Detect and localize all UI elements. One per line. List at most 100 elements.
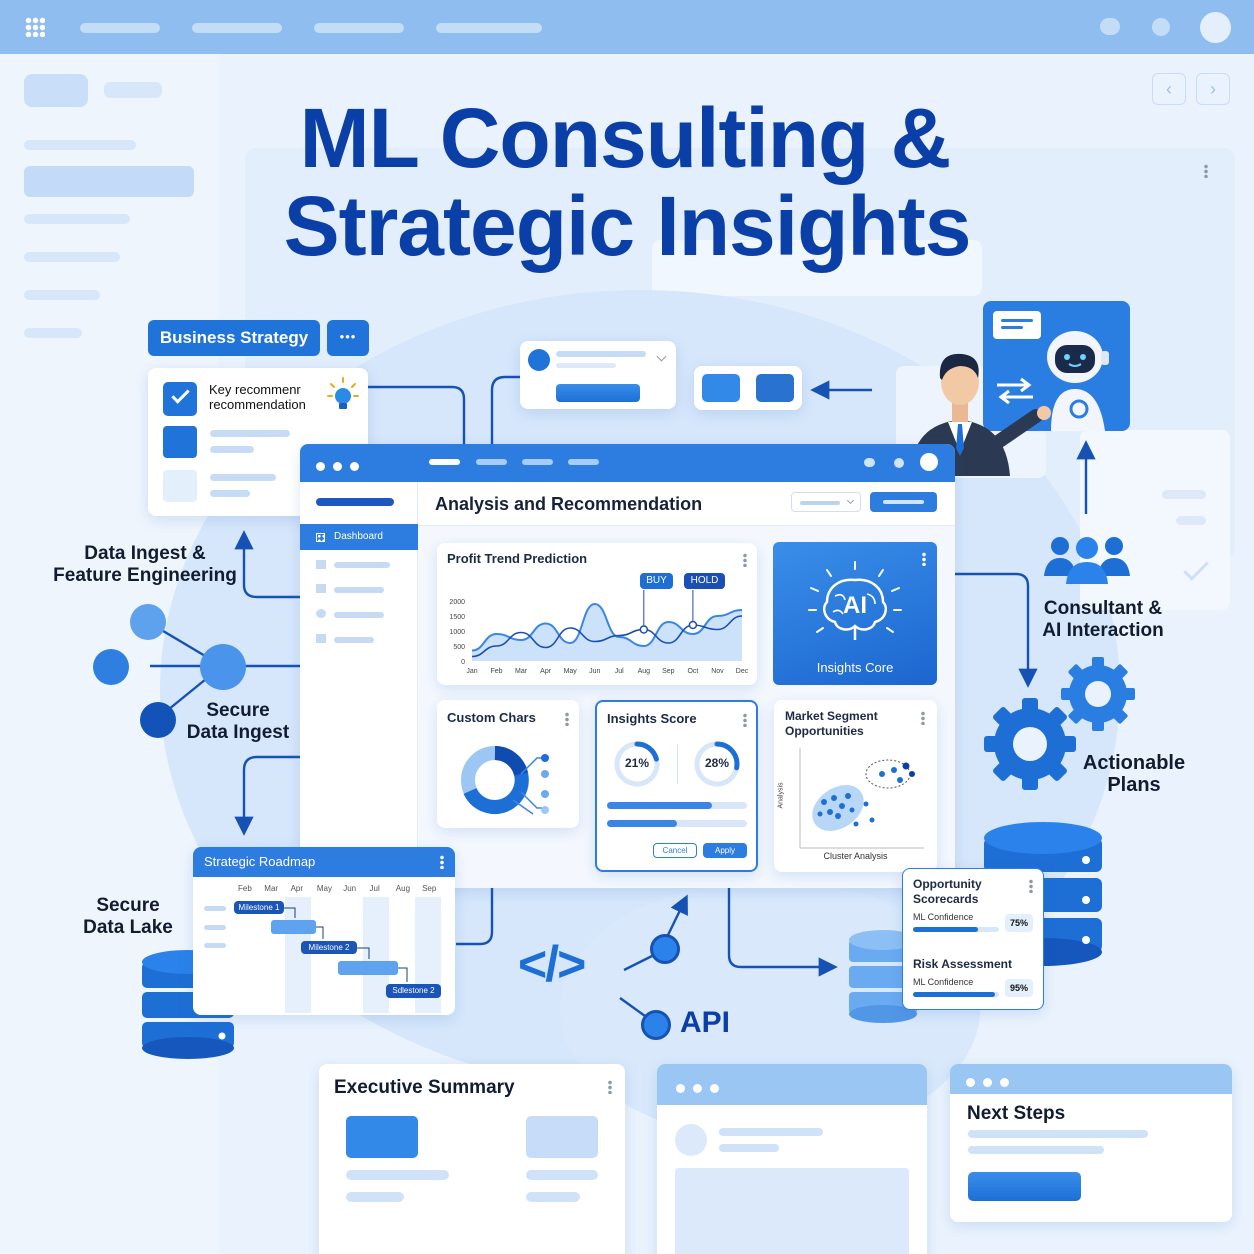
chat-bubble-icon bbox=[993, 311, 1041, 339]
apply-button[interactable]: Apply bbox=[703, 843, 747, 858]
sidebar-item[interactable] bbox=[334, 612, 384, 618]
sidebar-item-dashboard[interactable]: Dashboard bbox=[300, 524, 418, 550]
gantt-bar[interactable] bbox=[271, 920, 316, 934]
milestone-2[interactable]: Milestone 2 bbox=[301, 941, 357, 954]
checkbox-checked[interactable] bbox=[163, 382, 197, 416]
chat-icon[interactable] bbox=[864, 458, 875, 467]
header-select[interactable] bbox=[791, 492, 861, 512]
sidebar-item-icon[interactable] bbox=[316, 634, 326, 643]
checkbox-filled[interactable] bbox=[163, 426, 197, 458]
next-steps-button[interactable] bbox=[968, 1172, 1081, 1201]
kebab-menu-icon[interactable] bbox=[565, 712, 569, 726]
x-tick-label: Nov bbox=[711, 668, 724, 675]
sidebar-placeholder bbox=[24, 140, 136, 150]
notification-icon[interactable] bbox=[1152, 18, 1170, 36]
y-tick-label: 1000 bbox=[449, 629, 465, 636]
chat-icon[interactable] bbox=[1100, 18, 1120, 35]
placeholder-bar bbox=[210, 474, 276, 481]
roadmap-month-label: Feb bbox=[238, 884, 252, 893]
window-controls[interactable] bbox=[676, 1080, 727, 1098]
chevron-down-icon bbox=[846, 496, 855, 505]
more-button[interactable]: ••• bbox=[327, 320, 369, 356]
insights-core-card[interactable]: AI Insights Core bbox=[773, 542, 937, 685]
placeholder-bar bbox=[346, 1192, 404, 1202]
next-arrow-button[interactable]: › bbox=[1196, 73, 1230, 105]
kebab-menu-icon[interactable] bbox=[921, 711, 925, 725]
sidebar-item[interactable] bbox=[334, 637, 374, 643]
confidence-value-2: 95% bbox=[1005, 979, 1033, 997]
chevron-down-icon[interactable] bbox=[656, 351, 667, 362]
roadmap-month-label: Sep bbox=[422, 884, 437, 893]
placeholder-bar bbox=[556, 363, 616, 368]
cluster-scatter bbox=[799, 748, 924, 849]
sidebar-placeholder bbox=[24, 328, 82, 338]
header-primary-button[interactable] bbox=[870, 492, 937, 512]
market-segment-title: Market Segment Opportunities bbox=[785, 709, 878, 738]
avatar[interactable] bbox=[1200, 12, 1231, 43]
code-icon: </> bbox=[518, 936, 586, 992]
milestone-3[interactable]: Sdlestone 2 bbox=[386, 984, 441, 998]
roadmap-month-label: Mar bbox=[264, 884, 279, 893]
roadmap-header: Strategic Roadmap bbox=[193, 847, 455, 877]
roadmap-column bbox=[363, 897, 389, 1013]
y-axis-label: Analysis bbox=[777, 782, 785, 809]
business-strategy-tab[interactable]: Business Strategy bbox=[148, 320, 320, 356]
sidebar-item-icon[interactable] bbox=[316, 560, 326, 569]
network-node bbox=[200, 644, 246, 690]
score-bar-track bbox=[607, 802, 747, 809]
label-secure-lake: Secure Data Lake bbox=[83, 895, 173, 938]
checkbox-empty[interactable] bbox=[163, 470, 197, 502]
kebab-menu-icon[interactable] bbox=[922, 552, 926, 566]
kebab-menu-icon[interactable] bbox=[608, 1080, 612, 1094]
placeholder-window-header bbox=[657, 1064, 927, 1105]
label-actionable-plans: Actionable Plans bbox=[1082, 752, 1186, 796]
sidebar-item[interactable] bbox=[334, 562, 390, 568]
ai-robot-panel bbox=[983, 301, 1130, 431]
window-controls[interactable] bbox=[316, 458, 367, 476]
kebab-menu-icon[interactable] bbox=[743, 553, 747, 567]
window-tab-active[interactable] bbox=[429, 459, 460, 465]
placeholder-bar bbox=[210, 490, 250, 497]
kebab-menu-icon[interactable] bbox=[1029, 879, 1033, 893]
notification-icon[interactable] bbox=[894, 458, 904, 468]
bubble-line bbox=[1001, 326, 1023, 329]
user-icon[interactable] bbox=[316, 609, 326, 618]
toggle-button-1[interactable] bbox=[702, 374, 740, 402]
background-kebab-icon[interactable] bbox=[1204, 164, 1208, 178]
avatar[interactable] bbox=[920, 453, 938, 471]
roadmap-month-label: Apr bbox=[290, 884, 304, 893]
window-tab[interactable] bbox=[522, 459, 553, 465]
dropdown-action-button[interactable] bbox=[556, 384, 640, 402]
x-tick-label: Apr bbox=[540, 668, 552, 675]
x-tick-label: Sep bbox=[662, 668, 675, 675]
gantt-bar[interactable] bbox=[338, 961, 398, 975]
brain-icon bbox=[805, 560, 905, 652]
business-strategy-card: Key recommenr recommendation bbox=[148, 368, 368, 516]
window-tab[interactable] bbox=[476, 459, 507, 465]
confidence-value-1: 75% bbox=[1005, 914, 1033, 932]
hold-badge[interactable]: HOLD bbox=[684, 573, 725, 589]
placeholder-bar bbox=[526, 1192, 580, 1202]
nav-placeholder-2[interactable] bbox=[192, 23, 282, 33]
cluster-analysis-label: Cluster Analysis bbox=[823, 851, 888, 861]
toggle-button-2[interactable] bbox=[756, 374, 794, 402]
y-tick-label: 1500 bbox=[449, 614, 465, 621]
roadmap-row-label bbox=[204, 906, 226, 911]
nav-placeholder-3[interactable] bbox=[314, 23, 404, 33]
cancel-button[interactable]: Cancel bbox=[653, 843, 697, 858]
sidebar-item-icon[interactable] bbox=[316, 584, 326, 593]
sidebar-active-placeholder[interactable] bbox=[24, 166, 194, 197]
window-tab[interactable] bbox=[568, 459, 599, 465]
buy-badge[interactable]: BUY bbox=[640, 573, 673, 589]
kebab-menu-icon[interactable] bbox=[743, 713, 747, 727]
nav-placeholder-1[interactable] bbox=[80, 23, 160, 33]
apps-grid-icon[interactable] bbox=[25, 17, 45, 37]
milestone-1[interactable]: Milestone 1 bbox=[234, 901, 284, 914]
nav-placeholder-4[interactable] bbox=[436, 23, 542, 33]
window-controls[interactable] bbox=[966, 1074, 1017, 1092]
prev-arrow-button[interactable]: ‹ bbox=[1152, 73, 1186, 105]
kebab-menu-icon[interactable] bbox=[440, 855, 444, 869]
sidebar-item[interactable] bbox=[334, 587, 384, 593]
